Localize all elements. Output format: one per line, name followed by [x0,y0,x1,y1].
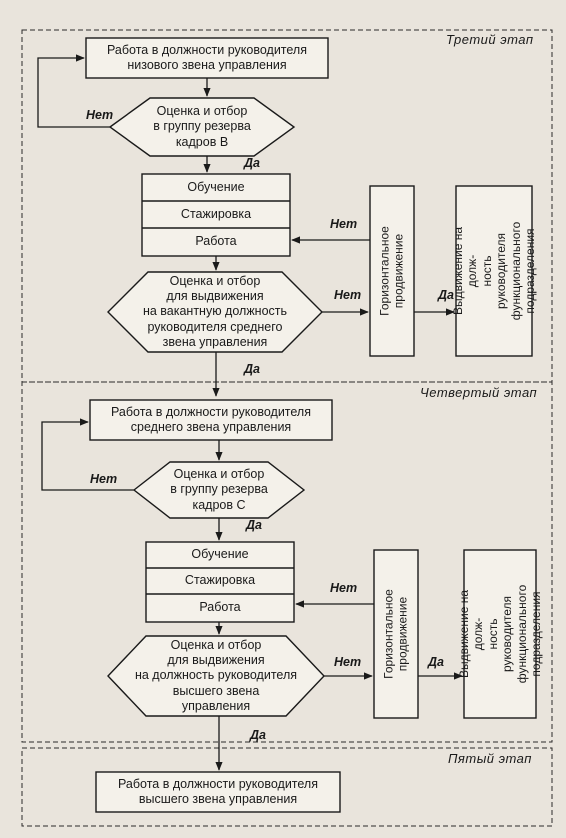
selection-reserve-b-hex [108,97,296,157]
stage-title-fourth: Четвертый этап [420,385,538,400]
selection-reserve-b-label: Оценка и отбор в группу резерва кадров В [153,104,251,149]
work-3-label: Работа [195,234,237,249]
horizontal-4-shape [373,549,419,719]
yes-label-reserve-4: Да [246,518,262,532]
no-label-horizontal-3: Нет [334,288,362,302]
job-box-higher-label: Работа в должности руководителя высшего … [117,776,318,806]
horizontal-3-shape [369,185,415,357]
no-label-horizontal-4: Нет [334,655,362,669]
promotion-functional-3-shape [455,185,533,357]
training-3-label: Обучение [187,179,245,194]
stage-3-connectors [37,54,455,397]
yes-label-next-stage-3: Да [244,362,260,376]
selection-promotion-4-label: Оценка и отбор для выдвижения на должнос… [134,637,298,713]
yes-label-functional-4: Да [428,655,444,669]
job-box-higher-shape [95,771,341,813]
internship-4-label: Стажировка [184,573,256,588]
yes-label-next-stage-4: Да [250,728,266,742]
stage-4-shapes [89,399,537,719]
internship-3-label: Стажировка [180,206,252,221]
no-label-reserve-4: Нет [90,472,118,486]
selection-reserve-c-hex [132,461,306,519]
training-4-label: Обучение [191,547,249,562]
training-block-4-shape [145,541,295,623]
selection-promotion-3-label: Оценка и отбор для выдвижения на вакантн… [142,273,288,349]
yes-label-functional-3: Да [438,288,454,302]
promotion-functional-4-shape [463,549,537,719]
stage-title-third: Третий этап [446,32,534,47]
no-label-return-3: Нет [330,217,358,231]
job-box-lower-shape [85,37,329,79]
stage-frames [21,29,553,827]
work-4-label: Работа [199,600,241,615]
yes-label-reserve-3: Да [244,156,260,170]
stage-4-connectors [41,418,463,771]
stage-3-shapes [85,37,533,357]
no-label-return-4: Нет [330,581,358,595]
selection-reserve-c-label: Оценка и отбор в группу резерва кадров С [170,467,268,512]
stage-4-frame [21,381,553,743]
job-box-middle-label: Работа в должности руководителя среднего… [110,404,311,434]
job-box-lower-label: Работа в должности руководителя низового… [106,42,307,72]
stage-5-frame [21,747,553,827]
stage-title-fifth: Пятый этап [448,751,532,766]
job-box-middle-shape [89,399,333,441]
no-label-reserve-3: Нет [86,108,114,122]
training-block-3-shape [141,173,291,257]
